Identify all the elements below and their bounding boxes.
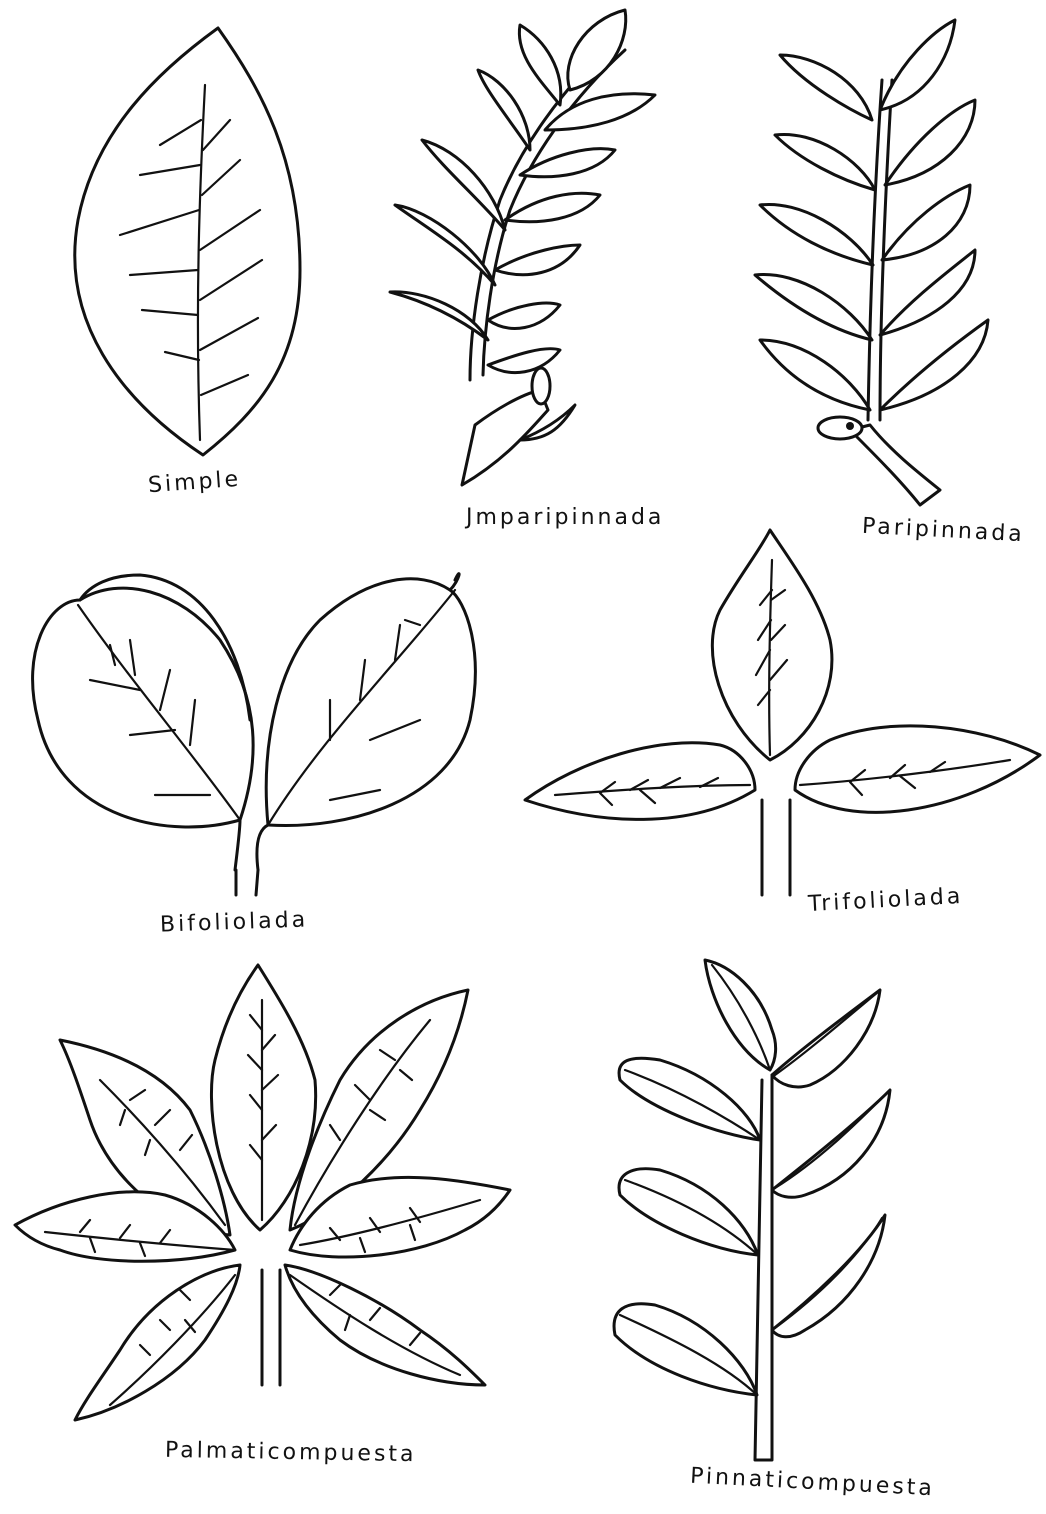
imparipinnada-leaf-drawing: [390, 10, 655, 485]
trifoliolada-leaf-drawing: [525, 530, 1040, 895]
simple-leaf-drawing: [75, 28, 300, 455]
label-palmaticompuesta: Palmaticompuesta: [165, 1438, 417, 1467]
pinnaticompuesta-leaf-drawing: [614, 960, 890, 1460]
palmaticompuesta-leaf-drawing: [15, 965, 510, 1420]
bifoliolada-leaf-drawing: [33, 574, 476, 895]
label-bifoliolada: Bifoliolada: [160, 907, 309, 937]
label-imparipinnada: Jmparipinnada: [466, 505, 664, 530]
paripinnada-leaf-drawing: [755, 20, 988, 505]
